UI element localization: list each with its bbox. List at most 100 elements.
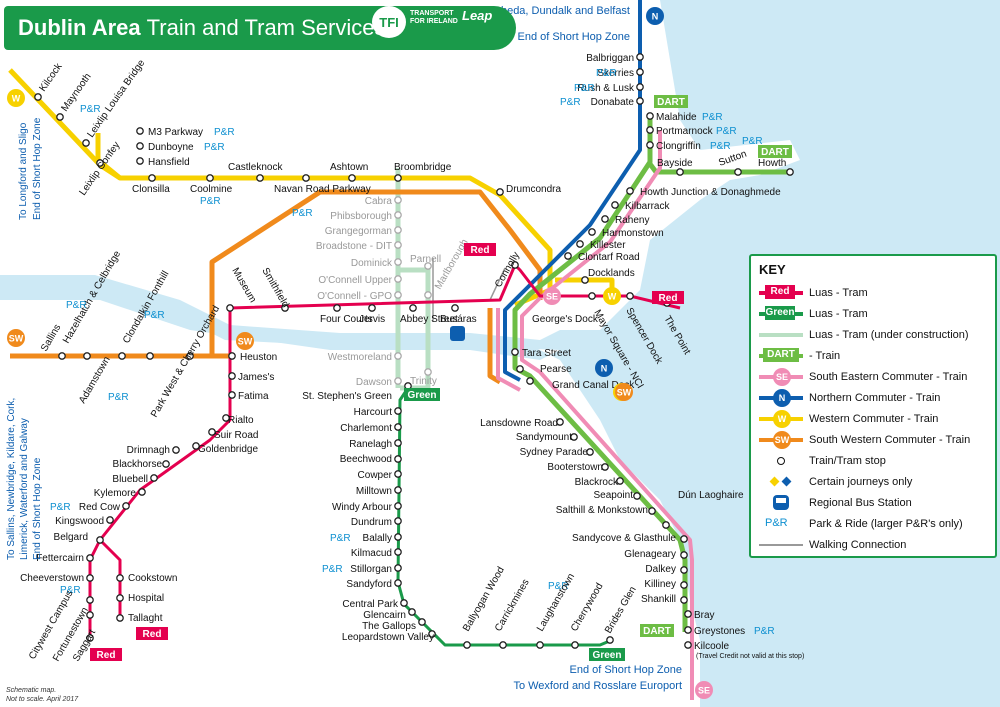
stop-museum — [226, 304, 234, 312]
key-circle-se: SE — [773, 368, 791, 386]
key-swatch-n: N — [759, 389, 803, 407]
stop-oconnell_upper — [394, 275, 402, 283]
stop-phibsborough — [394, 211, 402, 219]
label-stations-kilcoole_note: (Travel Credit not valid at this stop) — [696, 653, 804, 660]
station-label-james: James's — [238, 372, 274, 383]
stop-sandyford — [394, 579, 402, 587]
stop-hazelhatch — [83, 352, 91, 360]
stop-saggart — [86, 634, 94, 642]
stop-central_park — [400, 599, 408, 607]
station-label-donabate: Donabate — [591, 97, 635, 108]
key-circle-w: W — [773, 410, 791, 428]
station-label-harmonstown: Harmonstown — [602, 228, 664, 239]
key-label-sw: South Western Commuter - Train — [809, 434, 971, 446]
station-label-grangegorman: Grangegorman — [325, 226, 392, 237]
station-label-coolmine: Coolmine — [190, 184, 233, 195]
stop-carrickmines — [499, 641, 507, 649]
pr-tag-dunboyne: P&R — [204, 142, 225, 153]
tag-red-connolly: Red — [471, 245, 490, 256]
station-label-fettercairn: Fettercairn — [36, 553, 84, 564]
liffey — [0, 275, 660, 350]
tag-red-connolly-box — [464, 243, 496, 256]
station-label-clongriffin: Clongriffin — [656, 141, 701, 152]
stop-coolmine — [206, 174, 214, 182]
circle-sw-heuston-bg — [236, 332, 254, 350]
stop-cookstown — [116, 574, 124, 582]
station-label-oconnell_gpo: O'Connell - GPO — [317, 291, 392, 302]
circle-sw-grandcanal: SW — [617, 388, 632, 398]
key-swatch-w: W — [759, 410, 803, 428]
station-label-drumcondra: Drumcondra — [506, 184, 561, 195]
stop-red_cow — [122, 502, 130, 510]
station-label-windy_arbour: Windy Arbour — [332, 502, 393, 513]
title-rest: Train and Tram Services — [146, 15, 386, 40]
key-swatch-green: Green — [759, 305, 803, 323]
stop-blackrock — [616, 477, 624, 485]
station-label-booterstown: Booterstown — [547, 462, 603, 473]
station-label-goldenbridge: Goldenbridge — [198, 444, 258, 455]
stop-four_courts — [333, 304, 341, 312]
stop-belgard — [96, 536, 104, 544]
key-swatch-walking — [759, 536, 803, 554]
pr-tag-clongriffin: P&R — [710, 141, 731, 152]
station-label-howth: Howth — [758, 158, 786, 169]
key-row-stop: Train/Tram stop — [759, 452, 886, 470]
pr-tag-carrickmines: P&R — [548, 581, 569, 592]
circle-w-west: W — [12, 94, 21, 104]
station-label-citywest: Citywest Campus — [27, 589, 75, 662]
station-label-belgard: Belgard — [54, 532, 88, 543]
stop-skerries — [636, 68, 644, 76]
stop-tara_street — [511, 348, 519, 356]
circle-n-north-bg — [646, 7, 664, 25]
stop-sandymount — [570, 433, 578, 441]
station-label-museum: Museum — [229, 266, 258, 305]
station-label-tallaght: Tallaght — [128, 613, 163, 624]
pr-tag-portmarnock: P&R — [716, 126, 737, 137]
tag-red-tallaght: Red — [143, 629, 162, 640]
tag-dart-howth-box — [758, 145, 792, 158]
circle-w-docklands: W — [608, 292, 617, 302]
station-label-killiney: Killiney — [644, 579, 676, 590]
stop-harcourt — [394, 407, 402, 415]
pr-tag-donabate: P&R — [560, 97, 581, 108]
stop-glenageary — [680, 551, 688, 559]
station-label-fatima: Fatima — [238, 391, 269, 402]
station-label-sandycove: Sandycove & Glasthule — [572, 533, 676, 544]
stop-balally — [394, 533, 402, 541]
tag-red-point: Red — [659, 293, 678, 304]
key-label-stop: Train/Tram stop — [809, 455, 886, 467]
station-label-bluebell: Bluebell — [112, 474, 148, 485]
stop-brides_glen — [606, 636, 614, 644]
pr-tag-skerries: P&R — [596, 68, 617, 79]
key-row-bus: Regional Bus Station — [759, 494, 912, 512]
pr-tag-navan_road: P&R — [292, 208, 313, 219]
station-label-pearse: Pearse — [540, 364, 572, 375]
leap-logo: Leap — [462, 8, 493, 23]
stop-dominick — [394, 258, 402, 266]
station-label-sandymount: Sandymount — [516, 432, 572, 443]
key-label-certain: Certain journeys only — [809, 476, 913, 488]
station-label-rialto: Rialto — [228, 415, 254, 426]
tag-green-ststephens-box — [404, 388, 440, 401]
key-swatch-sw: SW — [759, 431, 803, 449]
stop-clonsilla — [148, 174, 156, 182]
key-label-walking: Walking Connection — [809, 539, 907, 551]
stop-raheny — [601, 215, 609, 223]
key-swatch-certain — [759, 473, 803, 491]
station-label-raheny: Raheny — [615, 215, 649, 226]
stop-dun_laoghaire — [662, 521, 670, 529]
pr-tag-balally: P&R — [330, 533, 351, 544]
stop-bluebell — [150, 474, 158, 482]
key-circle-n: N — [773, 389, 791, 407]
station-label-oconnell_upper: O'Connell Upper — [318, 275, 392, 286]
station-label-blackhorse: Blackhorse — [113, 459, 163, 470]
luas-construction-line — [395, 168, 431, 391]
key-swatch-pr: P&R — [759, 515, 803, 533]
station-label-bayside: Bayside — [657, 158, 693, 169]
key-swatch-dart: DART — [759, 347, 803, 365]
stop-navan_road — [302, 174, 310, 182]
key-label-construction: Luas - Tram (under construction) — [809, 329, 969, 341]
